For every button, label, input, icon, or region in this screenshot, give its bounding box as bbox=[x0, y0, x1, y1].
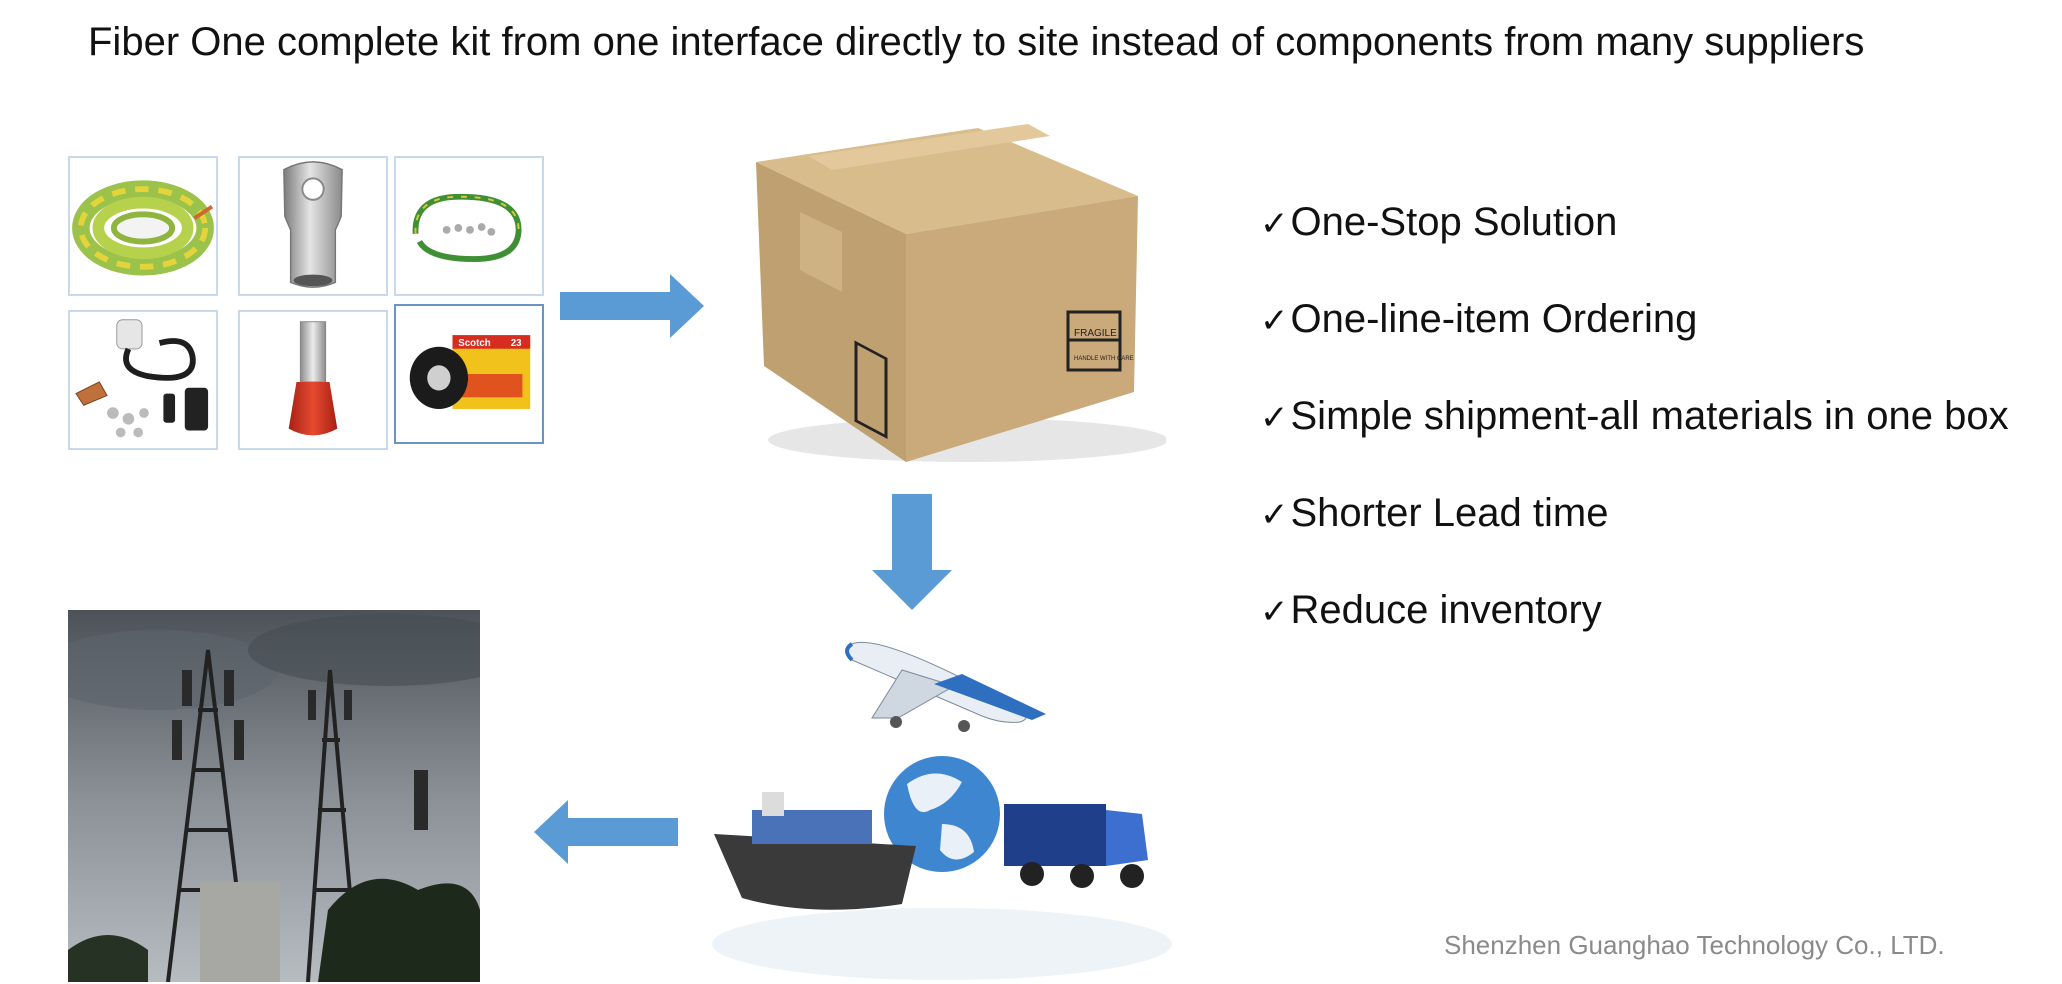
ferrule-icon bbox=[238, 310, 388, 450]
benefit-item: ✓One-Stop Solution bbox=[1260, 200, 2009, 297]
benefits-list: ✓One-Stop Solution ✓One-line-item Orderi… bbox=[1260, 200, 2009, 685]
benefit-item: ✓Shorter Lead time bbox=[1260, 491, 2009, 588]
benefit-item: ✓Reduce inventory bbox=[1260, 588, 2009, 685]
company-footer: Shenzhen Guanghao Technology Co., LTD. bbox=[1444, 930, 1945, 960]
benefit-text: One-line-item Ordering bbox=[1290, 297, 1698, 341]
telecom-tower-image bbox=[68, 610, 480, 982]
check-icon: ✓ bbox=[1260, 204, 1289, 244]
grounding-kit-icon bbox=[68, 310, 218, 450]
benefit-text: Simple shipment-all materials in one box bbox=[1290, 394, 2009, 438]
ground-wire-kit-icon bbox=[394, 156, 544, 296]
logistics-image bbox=[702, 614, 1182, 984]
box-fragile-mark: FRAGILE bbox=[1074, 328, 1117, 339]
benefit-text: One-Stop Solution bbox=[1290, 200, 1618, 244]
benefit-text: Shorter Lead time bbox=[1290, 491, 1609, 535]
check-icon: ✓ bbox=[1260, 495, 1289, 535]
box-handle-mark: HANDLE WITH CARE bbox=[1074, 356, 1134, 362]
check-icon: ✓ bbox=[1260, 592, 1289, 632]
slide-title: Fiber One complete kit from one interfac… bbox=[88, 20, 1865, 64]
arrow-right-icon bbox=[560, 274, 704, 338]
electrical-tape-icon: Scotch 23 bbox=[394, 304, 544, 444]
benefit-item: ✓Simple shipment-all materials in one bo… bbox=[1260, 394, 2009, 491]
tape-brand: Scotch bbox=[458, 338, 490, 349]
benefit-text: Reduce inventory bbox=[1290, 588, 1602, 632]
tape-number: 23 bbox=[511, 338, 522, 349]
arrow-left-icon bbox=[534, 800, 678, 864]
check-icon: ✓ bbox=[1260, 301, 1289, 341]
grounding-cable-coil-icon bbox=[68, 156, 218, 296]
check-icon: ✓ bbox=[1260, 398, 1289, 438]
arrow-down-icon bbox=[872, 494, 952, 610]
shipping-box-image: FRAGILE HANDLE WITH CARE bbox=[738, 122, 1166, 464]
benefit-item: ✓One-line-item Ordering bbox=[1260, 297, 2009, 394]
copper-lug-icon bbox=[238, 156, 388, 296]
